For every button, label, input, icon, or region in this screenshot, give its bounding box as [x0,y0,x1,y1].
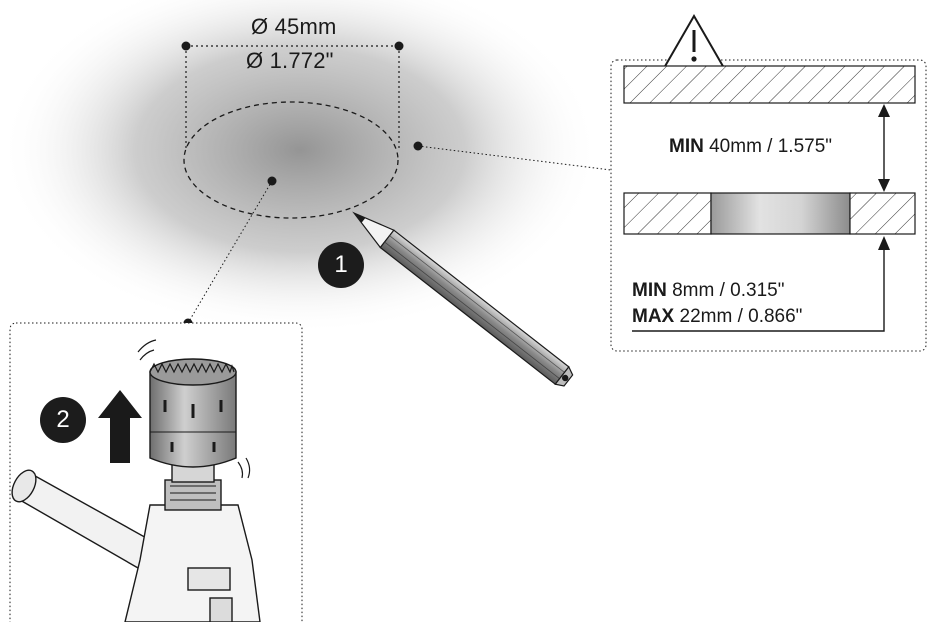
ceiling-hole [710,192,851,235]
diameter-metric-label: Ø 45mm [251,14,337,39]
upper-slab [623,65,916,104]
step-2-badge: 2 [40,397,86,443]
clearance-label: MIN 40mm / 1.575" [669,136,832,158]
step-1-badge: 1 [318,242,364,288]
hole-outline [183,101,399,219]
warning-icon [662,13,726,69]
up-arrow-icon [98,390,142,463]
thickness-min-label: MIN 8mm / 0.315" [632,280,784,302]
thickness-max-value: 22mm / 0.866" [679,306,803,327]
ceiling-board-left [623,192,712,235]
thickness-min-keyword: MIN [632,280,667,301]
thickness-max-keyword: MAX [632,306,675,327]
thickness-arrow [632,236,890,332]
hole-saw-drill-icon [11,339,261,622]
thickness-max-label: MAX 22mm / 0.866" [632,306,802,328]
clearance-arrow [878,104,890,192]
clearance-min-keyword: MIN [669,136,704,157]
diameter-dimension [181,41,404,148]
leader-line-ceiling [417,145,612,171]
ceiling-shadow [0,0,600,335]
thickness-min-value: 8mm / 0.315" [672,280,785,301]
ceiling-board-right [849,192,916,235]
diameter-imperial-label: Ø 1.772" [246,48,334,73]
clearance-min-value: 40mm / 1.575" [709,136,833,157]
leader-line-saw [187,180,273,324]
pencil-icon [352,211,574,387]
